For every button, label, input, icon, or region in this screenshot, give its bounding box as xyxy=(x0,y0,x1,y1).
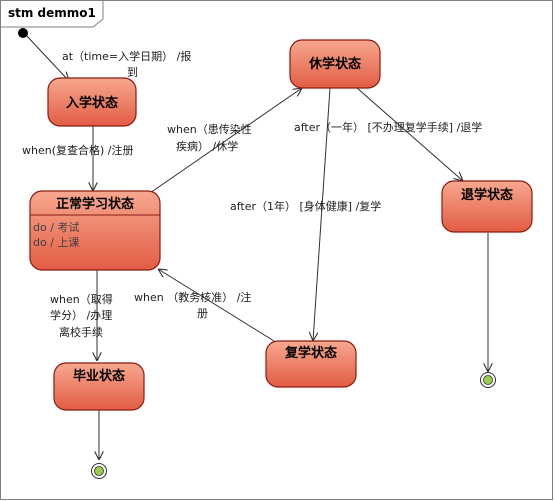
state-normal-activity: do / 考试 xyxy=(33,221,79,234)
transition-resume-to-normal xyxy=(158,269,275,342)
state-normal-label: 正常学习状态 xyxy=(56,196,134,212)
label-line: when （教务核准） /注 xyxy=(134,290,251,304)
transition-initial-to-enroll xyxy=(24,33,69,81)
transition-suspend-to-resume xyxy=(313,87,331,341)
transition-label-pass: when(复查合格) /注册 xyxy=(22,143,134,157)
transition-suspend-to-withdraw xyxy=(356,87,463,181)
state-withdraw-label: 退学状态 xyxy=(461,187,513,203)
label-line: after（一年） [不办理复学手续] /退学 xyxy=(294,120,482,134)
label-line: 到 xyxy=(127,66,138,79)
state-normal-activity: do / 上课 xyxy=(33,236,79,249)
state-enroll-label: 入学状态 xyxy=(66,95,118,111)
transition-label-oneyear: after（一年） [不办理复学手续] /退学 xyxy=(294,120,482,134)
state-withdraw[interactable]: 退学状态 xyxy=(441,180,533,233)
transition-label-initial: at（time=入学日期） /报 到 xyxy=(62,49,195,79)
transition-label-ill: when（患传染性 疾病） /休学 xyxy=(167,122,255,153)
state-graduate[interactable]: 毕业状态 xyxy=(53,362,145,411)
frame-title: stm demmo1 xyxy=(8,6,96,20)
transition-label-approve: when （教务核准） /注 册 xyxy=(134,290,255,320)
transition-label-healthy: after（1年） [身体健康] /复学 xyxy=(230,199,381,213)
final-state-icon xyxy=(480,372,496,388)
state-suspend[interactable]: 休学状态 xyxy=(289,39,381,89)
initial-state-icon xyxy=(18,28,28,38)
state-enroll[interactable]: 入学状态 xyxy=(47,77,137,127)
label-line: 离校手续 xyxy=(59,325,103,339)
transition-label-credit: when（取得 学分） /办理 离校手续 xyxy=(50,293,116,339)
final-state-icon xyxy=(91,463,107,479)
label-line: 册 xyxy=(197,307,208,320)
label-line: 学分） /办理 xyxy=(50,308,112,322)
state-suspend-label: 休学状态 xyxy=(308,56,361,72)
transition-normal-to-suspend xyxy=(149,88,302,194)
state-graduate-label: 毕业状态 xyxy=(73,368,125,384)
state-resume-label: 复学状态 xyxy=(284,345,337,361)
label-line: when(复查合格) /注册 xyxy=(22,143,134,157)
frame-tab xyxy=(0,0,104,28)
state-normal[interactable]: 正常学习状态 do / 考试 do / 上课 xyxy=(29,190,161,271)
label-line: at（time=入学日期） /报 xyxy=(62,49,191,63)
label-line: when（患传染性 xyxy=(167,122,252,136)
label-line: 疾病） /休学 xyxy=(176,139,238,153)
label-line: when（取得 xyxy=(50,293,113,306)
label-line: after（1年） [身体健康] /复学 xyxy=(230,199,381,213)
state-resume[interactable]: 复学状态 xyxy=(265,340,357,388)
